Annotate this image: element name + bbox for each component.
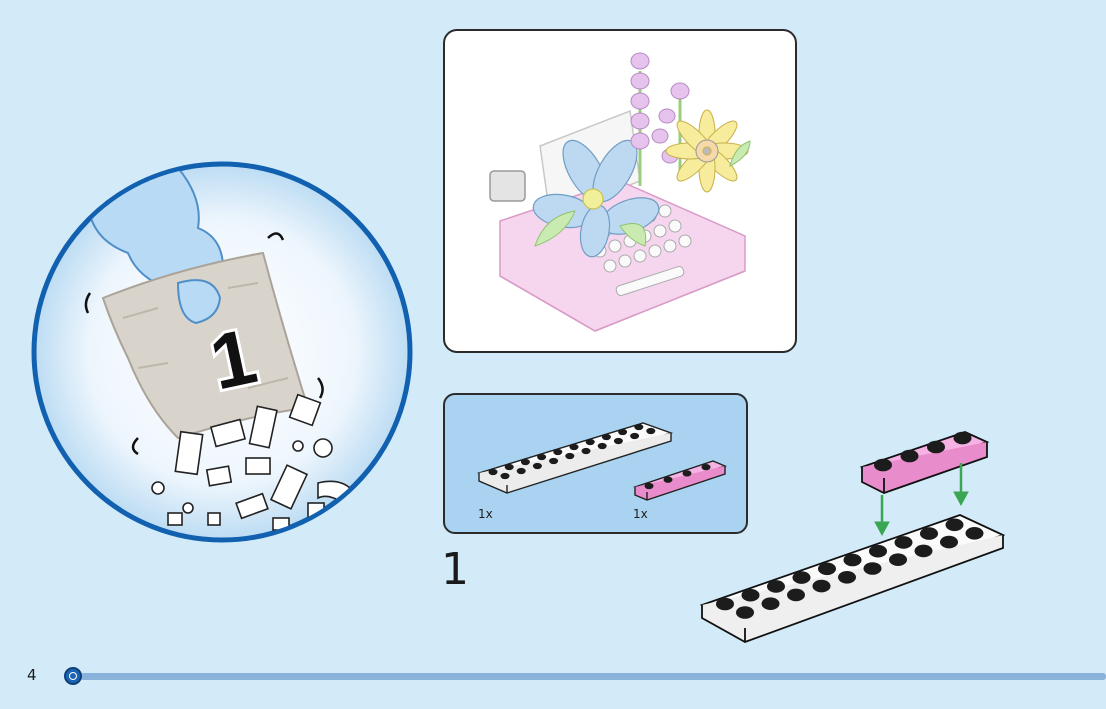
stud — [863, 562, 882, 575]
placement-arrows — [874, 463, 969, 537]
stud — [549, 457, 559, 465]
stud — [761, 597, 780, 610]
stud — [682, 470, 692, 477]
stud — [767, 580, 785, 593]
part-qty: 1x — [478, 507, 493, 521]
stud — [920, 527, 938, 540]
stud — [630, 432, 640, 440]
stud — [618, 428, 628, 436]
stud — [889, 553, 907, 566]
part-qty: 1x — [633, 507, 648, 521]
progress-indicator — [64, 667, 82, 685]
stud — [716, 597, 734, 611]
bag-open-illustration: 1 — [31, 161, 413, 543]
stud — [838, 571, 856, 584]
stud — [663, 476, 673, 483]
stud — [818, 562, 836, 576]
stud — [488, 468, 498, 476]
stud — [927, 440, 945, 454]
stud — [504, 463, 514, 471]
typewriter-flowers-illustration — [489, 52, 751, 332]
stud — [900, 449, 919, 463]
assembly-illustration — [699, 431, 1006, 643]
stud — [613, 437, 623, 445]
stud — [953, 431, 972, 445]
stud — [646, 427, 656, 435]
stud — [581, 447, 591, 455]
stud — [553, 448, 563, 456]
stud — [874, 458, 892, 472]
step-number: 1 — [441, 544, 469, 595]
stud — [741, 588, 760, 602]
stud — [792, 571, 811, 584]
stud — [516, 467, 526, 475]
stud — [520, 458, 530, 466]
stud — [869, 544, 887, 558]
finished-model-preview — [443, 29, 797, 353]
stud — [601, 433, 611, 441]
stud — [537, 453, 547, 461]
bag-illustration — [101, 251, 310, 440]
white-plate-2x10 — [476, 422, 674, 494]
parts-list-callout: 1x 1x — [443, 393, 748, 534]
stud — [597, 442, 607, 450]
stud — [565, 452, 575, 460]
stud — [585, 438, 595, 446]
stud — [532, 462, 542, 470]
stud — [701, 463, 711, 471]
stud — [914, 544, 933, 558]
stud — [812, 579, 831, 593]
stud — [843, 553, 862, 567]
stud — [894, 536, 913, 549]
progress-bar — [80, 673, 1106, 680]
stud — [644, 482, 654, 490]
stud — [787, 588, 805, 602]
stud — [736, 606, 754, 619]
stud — [965, 527, 984, 540]
stud — [945, 518, 964, 532]
pink-plate-1x4 — [633, 460, 727, 501]
stud — [940, 535, 958, 549]
stud — [634, 423, 644, 431]
page-number: 4 — [27, 666, 37, 684]
stud — [500, 472, 510, 480]
stud — [569, 443, 579, 451]
